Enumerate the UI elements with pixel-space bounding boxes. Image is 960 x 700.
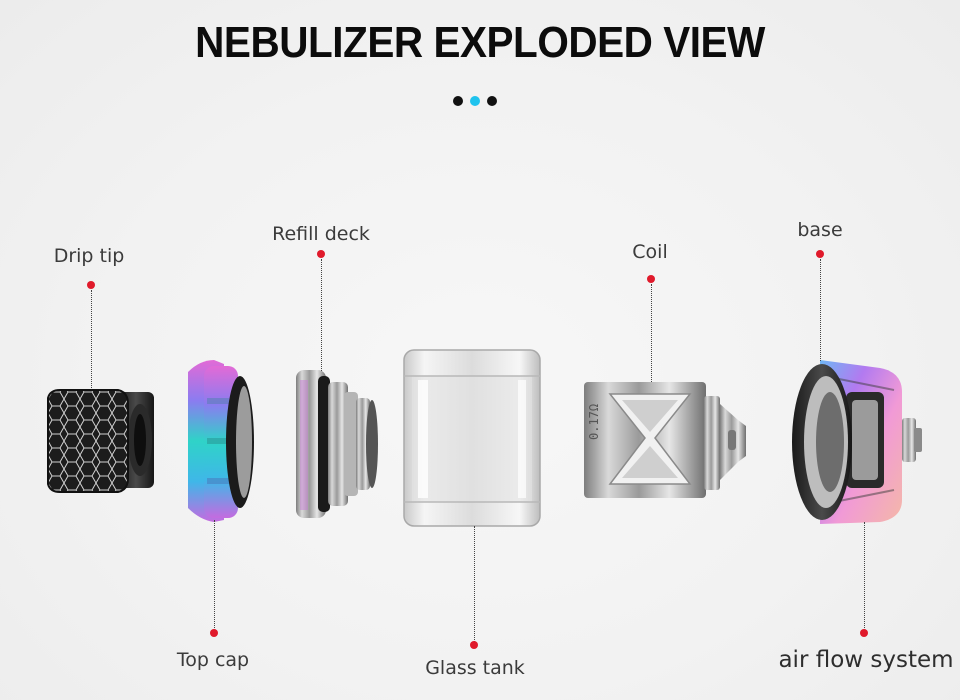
coil-marker	[647, 275, 655, 283]
page-dot-3[interactable]	[487, 96, 497, 106]
top-cap-marker	[210, 629, 218, 637]
glass-tank-part	[403, 349, 541, 527]
page-dot-2[interactable]	[470, 96, 480, 106]
coil-marking: 0.17Ω	[587, 404, 601, 440]
coil-leader	[651, 284, 652, 382]
top-cap-label: Top cap	[176, 649, 250, 671]
drip-tip-marker	[87, 281, 95, 289]
coil-label: Coil	[632, 241, 668, 263]
base-marker	[816, 250, 824, 258]
refill-deck-leader	[321, 259, 322, 371]
air-flow-label: air flow system	[778, 647, 954, 673]
refill-deck-label: Refill deck	[272, 223, 370, 245]
top-cap-leader	[214, 520, 215, 630]
base-leader	[820, 259, 821, 361]
base-label: base	[797, 219, 843, 241]
drip-tip-part	[47, 389, 154, 493]
page-title: NEBULIZER EXPLODED VIEW	[195, 18, 765, 67]
air-flow-leader	[864, 522, 865, 630]
air-flow-marker	[860, 629, 868, 637]
glass-tank-leader	[474, 526, 475, 642]
glass-tank-label: Glass tank	[425, 657, 525, 679]
drip-tip-leader	[91, 290, 92, 388]
refill-deck-part	[296, 370, 378, 518]
refill-deck-marker	[317, 250, 325, 258]
page-indicator	[453, 96, 497, 106]
page-dot-1[interactable]	[453, 96, 463, 106]
base-part	[792, 360, 922, 524]
drip-tip-label: Drip tip	[53, 245, 125, 267]
coil-part: 0.17Ω	[584, 382, 746, 498]
glass-tank-marker	[470, 641, 478, 649]
top-cap-part	[188, 360, 254, 522]
